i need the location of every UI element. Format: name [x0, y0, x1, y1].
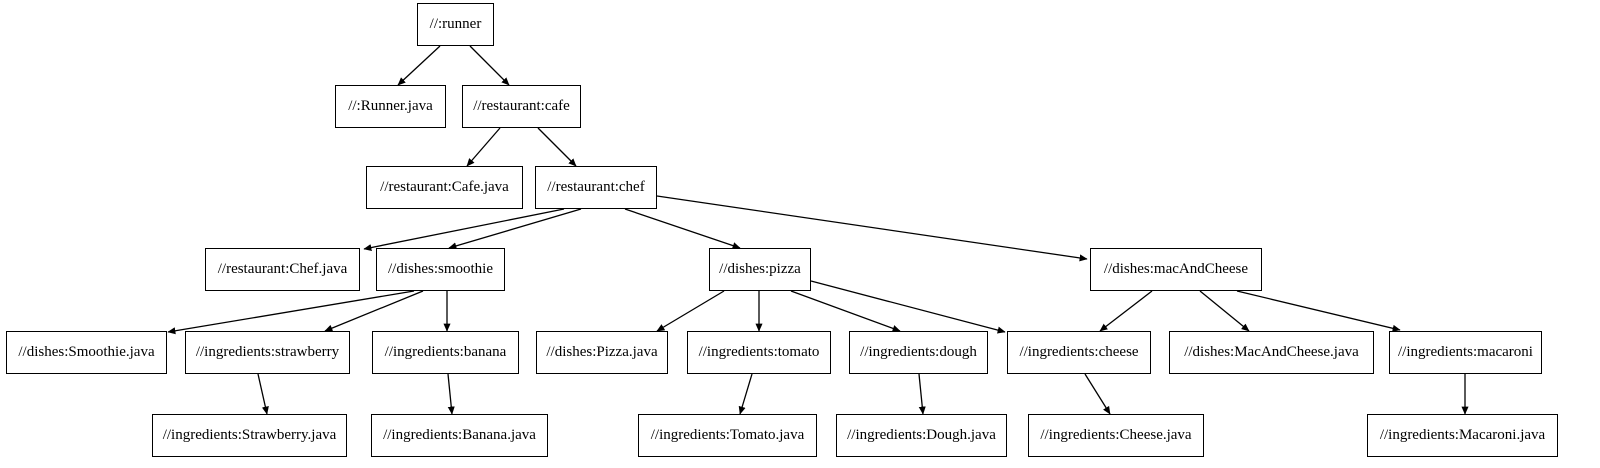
graph-node-label: //ingredients:dough [860, 344, 977, 360]
graph-edge-dishes_pizza-to-ing_cheese [810, 280, 1006, 334]
graph-node-dough_java[interactable]: //ingredients:Dough.java [836, 414, 1007, 457]
graph-edge-runner-to-restaurant_cafe [469, 45, 510, 86]
graph-node-dishes_pizza[interactable]: //dishes:pizza [709, 248, 811, 291]
graph-node-label: //ingredients:Dough.java [847, 427, 996, 443]
graph-node-ing_dough[interactable]: //ingredients:dough [849, 331, 988, 374]
graph-node-ing_cheese[interactable]: //ingredients:cheese [1007, 331, 1151, 374]
graph-node-label: //dishes:Smoothie.java [18, 344, 155, 360]
graph-node-label: //ingredients:strawberry [195, 344, 340, 360]
graph-node-macaroni_java[interactable]: //ingredients:Macaroni.java [1367, 414, 1558, 457]
graph-node-label: //dishes:smoothie [388, 261, 493, 277]
graph-edge-dishes_smoothie-to-smoothie_java [167, 290, 415, 335]
graph-edge-ing_strawberry-to-strawberry_java [257, 373, 269, 415]
graph-node-runner[interactable]: //:runner [417, 3, 494, 46]
graph-node-label: //restaurant:cafe [473, 98, 570, 114]
graph-node-label: //ingredients:macaroni [1398, 344, 1533, 360]
graph-node-cheese_java[interactable]: //ingredients:Cheese.java [1028, 414, 1204, 457]
graph-edge-dishes_macandchs-to-macandchs_java [1199, 290, 1250, 332]
graph-node-banana_java[interactable]: //ingredients:Banana.java [371, 414, 548, 457]
graph-node-label: //restaurant:Cafe.java [380, 179, 509, 195]
graph-node-smoothie_java[interactable]: //dishes:Smoothie.java [6, 331, 167, 374]
graph-edge-ing_dough-to-dough_java [918, 373, 926, 415]
graph-edge-dishes_pizza-to-pizza_java [656, 290, 725, 332]
graph-node-label: //:runner [429, 16, 482, 32]
graph-node-label: //restaurant:chef [547, 179, 645, 195]
graph-edge-restaurant_chef-to-dishes_smoothie [448, 208, 582, 250]
graph-node-dishes_macandchs[interactable]: //dishes:macAndCheese [1090, 248, 1262, 291]
graph-node-label: //:Runner.java [348, 98, 433, 114]
graph-node-runner_java[interactable]: //:Runner.java [335, 85, 446, 128]
graph-node-label: //dishes:MacAndCheese.java [1184, 344, 1359, 360]
graph-node-tomato_java[interactable]: //ingredients:Tomato.java [638, 414, 817, 457]
graph-edge-restaurant_cafe-to-cafe_java [466, 127, 501, 167]
graph-node-ing_banana[interactable]: //ingredients:banana [372, 331, 519, 374]
graph-edge-dishes_pizza-to-ing_dough [790, 290, 901, 332]
graph-node-pizza_java[interactable]: //dishes:Pizza.java [536, 331, 668, 374]
graph-node-dishes_smoothie[interactable]: //dishes:smoothie [376, 248, 505, 291]
graph-node-label: //dishes:macAndCheese [1103, 261, 1249, 277]
graph-node-ing_tomato[interactable]: //ingredients:tomato [687, 331, 831, 374]
graph-node-restaurant_cafe[interactable]: //restaurant:cafe [462, 85, 581, 128]
graph-edge-dishes_macandchs-to-ing_macaroni [1236, 290, 1401, 332]
graph-edge-dishes_smoothie-to-ing_strawberry [324, 290, 424, 332]
graph-node-label: //ingredients:Cheese.java [1040, 427, 1192, 443]
graph-node-label: //restaurant:Chef.java [217, 261, 348, 277]
graph-node-chef_java[interactable]: //restaurant:Chef.java [205, 248, 360, 291]
graph-node-label: //dishes:pizza [719, 261, 801, 277]
graph-node-restaurant_chef[interactable]: //restaurant:chef [535, 166, 657, 209]
graph-node-label: //ingredients:cheese [1019, 344, 1139, 360]
graph-node-label: //ingredients:Macaroni.java [1379, 427, 1546, 443]
graph-edge-restaurant_chef-to-chef_java [363, 208, 565, 252]
graph-edge-ing_cheese-to-cheese_java [1084, 373, 1111, 415]
graph-edge-dishes_macandchs-to-ing_cheese [1099, 290, 1153, 332]
graph-edge-ing_banana-to-banana_java [447, 373, 455, 415]
graph-node-label: //ingredients:Banana.java [383, 427, 536, 443]
graph-node-label: //ingredients:banana [384, 344, 507, 360]
graph-node-macandchs_java[interactable]: //dishes:MacAndCheese.java [1169, 331, 1374, 374]
graph-node-label: //ingredients:Tomato.java [650, 427, 805, 443]
graph-node-strawberry_java[interactable]: //ingredients:Strawberry.java [152, 414, 347, 457]
graph-node-label: //dishes:Pizza.java [546, 344, 658, 360]
graph-node-label: //ingredients:tomato [698, 344, 820, 360]
graph-edge-runner-to-runner_java [397, 45, 441, 86]
graph-node-ing_macaroni[interactable]: //ingredients:macaroni [1389, 331, 1542, 374]
graph-node-cafe_java[interactable]: //restaurant:Cafe.java [366, 166, 523, 209]
graph-node-label: //ingredients:Strawberry.java [162, 427, 337, 443]
graph-edge-restaurant_cafe-to-restaurant_chef [537, 127, 577, 167]
graph-edge-restaurant_chef-to-dishes_pizza [624, 208, 741, 249]
graph-edge-ing_tomato-to-tomato_java [738, 373, 753, 415]
graph-node-ing_strawberry[interactable]: //ingredients:strawberry [185, 331, 350, 374]
